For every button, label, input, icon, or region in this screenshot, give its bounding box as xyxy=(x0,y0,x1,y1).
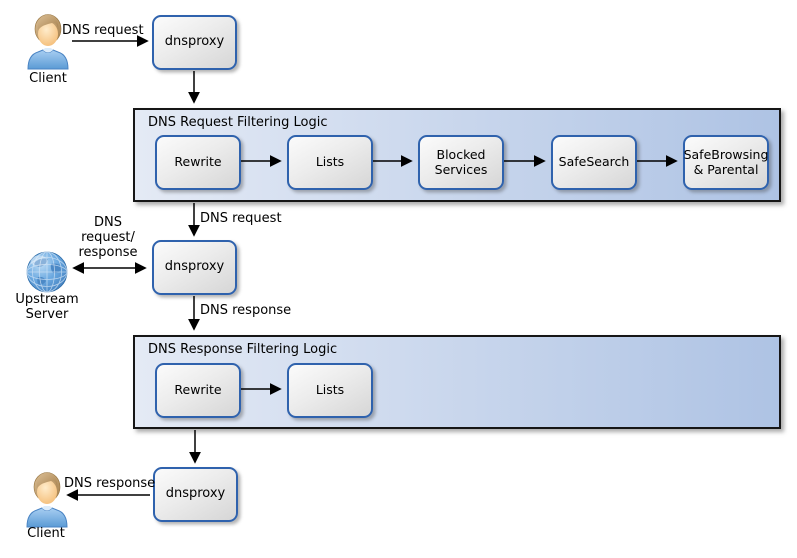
globe-icon xyxy=(26,251,68,293)
step-safesearch: SafeSearch xyxy=(551,135,637,190)
request-filtering-container: DNS Request Filtering Logic Rewrite List… xyxy=(133,108,781,202)
step-blocked-services: Blocked Services xyxy=(418,135,504,190)
step-lists-response: Lists xyxy=(287,363,373,418)
response-filtering-title: DNS Response Filtering Logic xyxy=(148,342,338,357)
person-icon xyxy=(26,472,68,528)
edge-label-dns-request-top: DNS request xyxy=(62,23,144,38)
edge-label-dns-request-mid: DNS request xyxy=(200,211,282,226)
client-bottom-label: Client xyxy=(27,526,65,541)
step-rewrite-response: Rewrite xyxy=(155,363,241,418)
step-rewrite: Rewrite xyxy=(155,135,241,190)
dnsproxy-node-bottom: dnsproxy xyxy=(153,467,238,522)
client-top-label: Client xyxy=(29,71,67,86)
upstream-server-label: Upstream Server xyxy=(15,292,79,322)
step-safebrowsing-parental: SafeBrowsing & Parental xyxy=(683,135,769,190)
person-icon xyxy=(27,14,69,70)
step-lists: Lists xyxy=(287,135,373,190)
request-filtering-title: DNS Request Filtering Logic xyxy=(148,115,328,130)
dnsproxy-node-middle: dnsproxy xyxy=(152,240,237,295)
dnsproxy-node-top: dnsproxy xyxy=(152,15,237,70)
edge-label-dns-response-mid: DNS response xyxy=(200,303,292,318)
response-filtering-container: DNS Response Filtering Logic Rewrite Lis… xyxy=(133,335,781,429)
edge-label-dns-response-bottom: DNS response xyxy=(64,476,156,491)
edge-label-upstream-exchange: DNS request/ response xyxy=(78,215,138,260)
